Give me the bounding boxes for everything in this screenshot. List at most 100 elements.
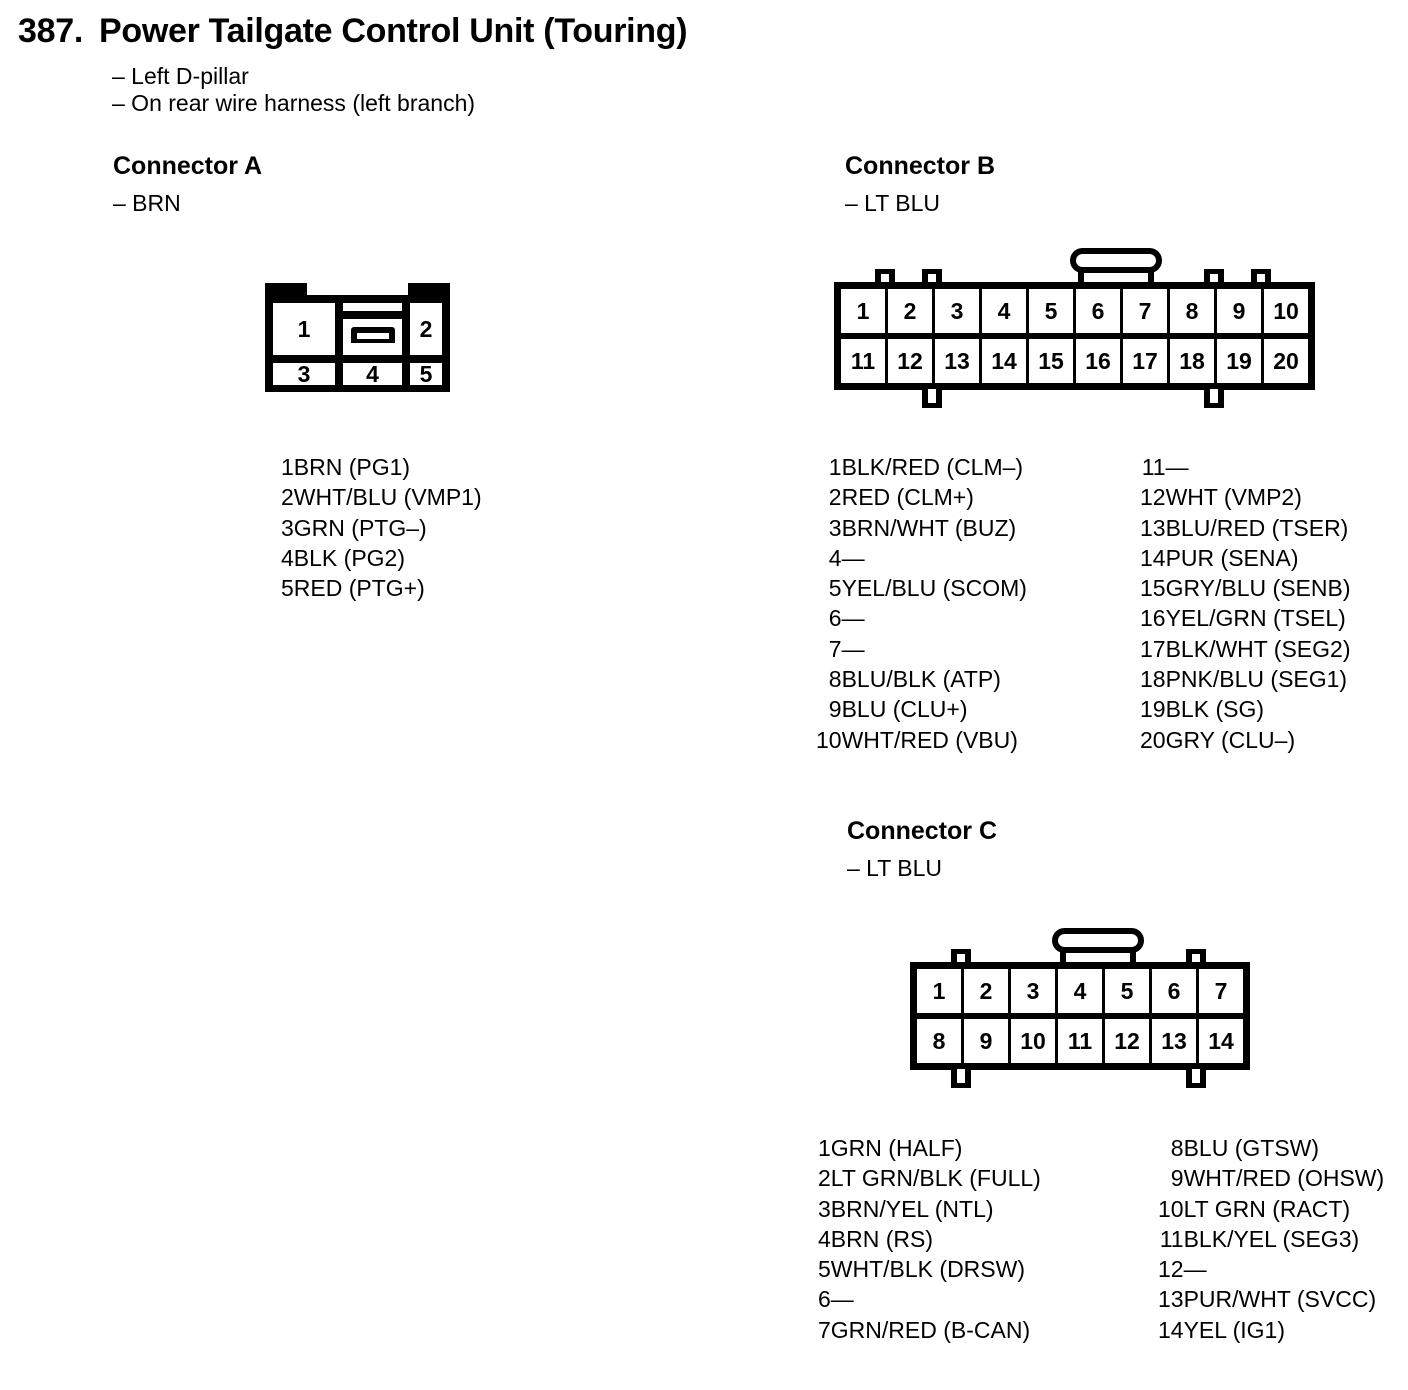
pin-number: 12 xyxy=(1158,1256,1184,1283)
pin-label: LT GRN (RACT) xyxy=(1183,1195,1351,1222)
pin-label: BLU (CLU+) xyxy=(841,696,968,723)
pin-label: WHT/BLU (VMP1) xyxy=(293,484,482,511)
pin-label: LT GRN/BLK (FULL) xyxy=(830,1165,1041,1192)
connector-a-heading: Connector A xyxy=(113,152,263,180)
connector-a-pin-4: 4 xyxy=(366,360,379,387)
pin-number: 17 xyxy=(1140,635,1166,662)
connector-c-tab-bottom-1 xyxy=(951,1069,971,1088)
connector-c-pin-11: 11 xyxy=(1058,1019,1102,1063)
connector-b-diagram: 1 2 3 4 5 6 7 8 9 10 11 12 13 14 15 16 1… xyxy=(834,248,1334,408)
pin-number: 2 xyxy=(818,1165,831,1192)
pin-label: BLU (GTSW) xyxy=(1183,1135,1320,1161)
pin-label: BLK (PG2) xyxy=(293,544,406,571)
pin-label: GRY (CLU–) xyxy=(1165,726,1296,753)
connector-b-pin-18: 18 xyxy=(1170,339,1214,383)
connector-b-pin-15: 15 xyxy=(1029,339,1073,383)
pin-label: BLU/BLK (ATP) xyxy=(841,666,1001,693)
connector-c-pin-1: 1 xyxy=(917,969,961,1013)
connector-c-color: – LT BLU xyxy=(847,855,943,881)
pin-label: WHT/RED (OHSW) xyxy=(1183,1165,1385,1192)
connector-b-color: – LT BLU xyxy=(845,190,941,216)
connector-b-pin-9: 9 xyxy=(1217,289,1261,333)
connector-c-pin-7: 7 xyxy=(1199,969,1243,1013)
pin-label: — xyxy=(841,544,865,571)
pin-number: 4 xyxy=(828,544,842,571)
pin-label: — xyxy=(841,605,865,632)
pin-row: 7— xyxy=(816,634,1027,664)
pin-label: PUR/WHT (SVCC) xyxy=(1183,1286,1377,1313)
pin-row: 4— xyxy=(816,543,1027,573)
pin-number: 13 xyxy=(1140,514,1166,541)
connector-b-pin-13: 13 xyxy=(935,339,979,383)
pin-number: 1 xyxy=(818,1135,831,1161)
pin-number: 3 xyxy=(818,1195,831,1222)
pin-row: 11— xyxy=(1140,452,1351,482)
connector-a-pin-5: 5 xyxy=(419,360,433,387)
pin-number: 14 xyxy=(1140,544,1166,571)
pin-number: 8 xyxy=(1170,1135,1184,1161)
pin-number: 1 xyxy=(828,454,842,480)
pin-label: BLK/YEL (SEG3) xyxy=(1183,1225,1360,1252)
pin-label: YEL (IG1) xyxy=(1183,1316,1285,1343)
pin-number: 3 xyxy=(281,514,294,541)
pin-number: 18 xyxy=(1140,666,1166,693)
connector-b-pin-20: 20 xyxy=(1264,339,1308,383)
pin-number: 12 xyxy=(1140,484,1166,511)
pin-label: BRN/WHT (BUZ) xyxy=(841,514,1017,541)
connector-a-pin-2: 2 xyxy=(419,315,433,342)
pin-label: PNK/BLU (SEG1) xyxy=(1165,666,1348,693)
pin-number: 7 xyxy=(818,1316,831,1343)
connector-b-pin-1: 1 xyxy=(841,289,885,333)
pin-number: 14 xyxy=(1158,1316,1184,1343)
pin-label: — xyxy=(1165,454,1189,480)
connector-c-pin-8: 8 xyxy=(917,1019,961,1063)
connector-b-pin-5: 5 xyxy=(1029,289,1073,333)
pin-row: 6— xyxy=(816,603,1027,633)
page-title-text: Power Tailgate Control Unit (Touring) xyxy=(98,12,688,50)
pin-label: BRN (PG1) xyxy=(293,454,411,480)
pin-label: BRN/YEL (NTL) xyxy=(830,1195,994,1222)
pin-number: 10 xyxy=(1158,1195,1184,1222)
connector-a-color: – BRN xyxy=(113,190,181,216)
pin-label: RED (CLM+) xyxy=(841,484,974,511)
connector-c-heading: Connector C xyxy=(847,817,997,845)
pin-label: GRN (PTG–) xyxy=(293,514,427,541)
pin-label: YEL/GRN (TSEL) xyxy=(1165,605,1346,632)
pin-number: 6 xyxy=(828,605,842,632)
connector-c-pin-14: 14 xyxy=(1199,1019,1243,1063)
connector-c-pin-grid: 1 2 3 4 5 6 7 8 9 10 11 12 13 14 xyxy=(910,962,1250,1070)
connector-b-pin-16: 16 xyxy=(1076,339,1120,383)
connector-c-pin-10: 10 xyxy=(1011,1019,1055,1063)
pin-number: 10 xyxy=(816,726,842,753)
pin-number: 5 xyxy=(281,575,294,602)
pin-number: 11 xyxy=(1141,454,1166,480)
pin-number: 2 xyxy=(281,484,294,511)
pin-number: 16 xyxy=(1140,605,1166,632)
pin-number: 9 xyxy=(828,696,842,723)
pin-number: 9 xyxy=(1170,1165,1184,1192)
connector-c-pin-6: 6 xyxy=(1152,969,1196,1013)
page-title: 387.Power Tailgate Control Unit (Touring… xyxy=(18,12,688,51)
pin-number: 6 xyxy=(818,1286,831,1313)
pin-label: YEL/BLU (SCOM) xyxy=(841,575,1027,602)
